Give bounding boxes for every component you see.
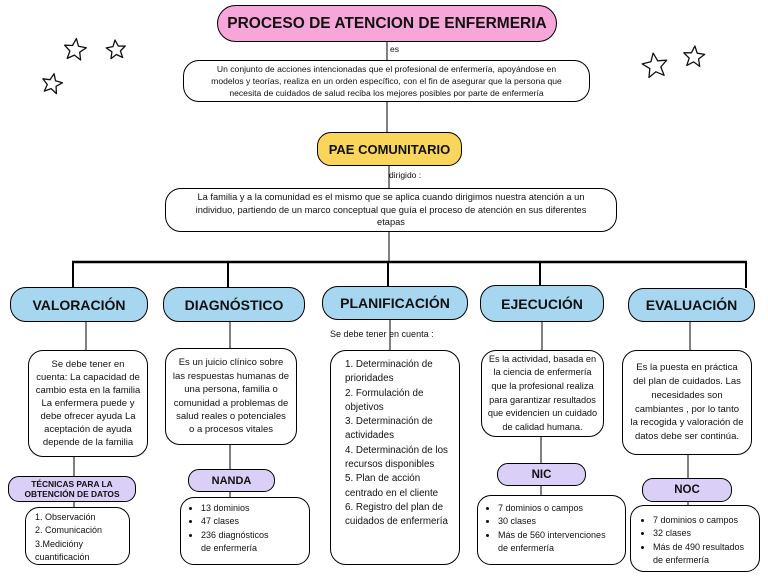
- list-item: 32 clases: [653, 527, 759, 540]
- list-item: 30 clases: [498, 515, 625, 528]
- list-item: 7 dominios o campos: [653, 514, 759, 527]
- pae-comunitario-node: PAE COMUNITARIO: [317, 132, 462, 166]
- nic-list: 7 dominios o campos 30 clases Más de 560…: [478, 502, 625, 556]
- list-item: 13 dominios: [201, 502, 309, 515]
- noc-node: NOC: [642, 478, 732, 502]
- link-label-es: es: [390, 44, 399, 54]
- stage-evaluacion: EVALUACIÓN: [628, 288, 755, 322]
- pae-description-box: La familia y a la comunidad es el mismo …: [165, 188, 617, 232]
- list-item: Más de 560 intervenciones de enfermería: [498, 529, 625, 556]
- link-label-planificacion: Se debe tener en cuenta :: [330, 329, 434, 339]
- ejecucion-description: Es la actividad, basada en la ciencia de…: [481, 350, 604, 437]
- step-item: 2. Formulación de objetivos: [345, 387, 424, 413]
- nanda-list-box: 13 dominios 47 clases 236 diagnósticos d…: [180, 497, 310, 565]
- nic-list-box: 7 dominios o campos 30 clases Más de 560…: [477, 495, 626, 565]
- stage-ejecucion: EJECUCIÓN: [480, 285, 604, 322]
- star-icon: [63, 37, 87, 61]
- list-item: 1. Observación: [35, 512, 96, 522]
- tecnicas-list: 1. Observación 2. Comunicación 3.Medició…: [35, 511, 129, 565]
- list-item: 47 clases: [201, 515, 309, 528]
- diagnostico-description: Es un juicio clínico sobre las respuesta…: [165, 348, 297, 445]
- stage-planificacion: PLANIFICACIÓN: [322, 286, 468, 320]
- step-item: 4. Determinación de los recursos disponi…: [345, 444, 448, 471]
- list-item: 3.Medicióny cuantificación: [35, 538, 90, 563]
- star-icon: [683, 45, 706, 68]
- stage-valoracion: VALORACIÓN: [10, 287, 148, 322]
- link-label-dirigido: dirigido :: [389, 170, 422, 180]
- noc-list-box: 7 dominios o campos 32 clases Más de 490…: [630, 505, 760, 572]
- nic-node: NIC: [497, 463, 586, 486]
- tecnicas-list-box: 1. Observación 2. Comunicación 3.Medició…: [25, 507, 130, 565]
- planificacion-steps-box: 1. Determinación de prioridades 2. Formu…: [330, 350, 460, 565]
- step-item: 5. Plan de acción centrado en el cliente: [345, 473, 439, 499]
- star-icon: [641, 52, 668, 79]
- list-item: 7 dominios o campos: [498, 502, 625, 515]
- evaluacion-description: Es la puesta en práctica del plan de cui…: [622, 350, 752, 455]
- page-title: PROCESO DE ATENCION DE ENFERMERIA: [217, 5, 557, 42]
- step-item: 3. Determinación de actividades: [345, 416, 433, 442]
- valoracion-description: Se debe tener en cuenta: La capacidad de…: [28, 350, 148, 457]
- step-item: 6. Registro del plan de cuidados de enfe…: [345, 501, 448, 528]
- star-icon: [42, 73, 64, 95]
- nanda-list: 13 dominios 47 clases 236 diagnósticos d…: [181, 502, 309, 556]
- list-item: 2. Comunicación: [35, 525, 103, 536]
- tecnicas-node: TÉCNICAS PARA LA OBTENCIÓN DE DATOS: [8, 476, 136, 502]
- definition-box: Un conjunto de acciones intencionadas qu…: [183, 60, 590, 102]
- noc-list: 7 dominios o campos 32 clases Más de 490…: [631, 514, 759, 568]
- list-item: Más de 490 resultados de enfermería: [653, 541, 759, 568]
- list-item: 236 diagnósticos de enfermería: [201, 529, 309, 556]
- nanda-node: NANDA: [188, 469, 275, 492]
- step-item: 1. Determinación de prioridades: [345, 359, 433, 385]
- star-icon: [105, 39, 126, 60]
- stage-diagnostico: DIAGNÓSTICO: [163, 287, 305, 322]
